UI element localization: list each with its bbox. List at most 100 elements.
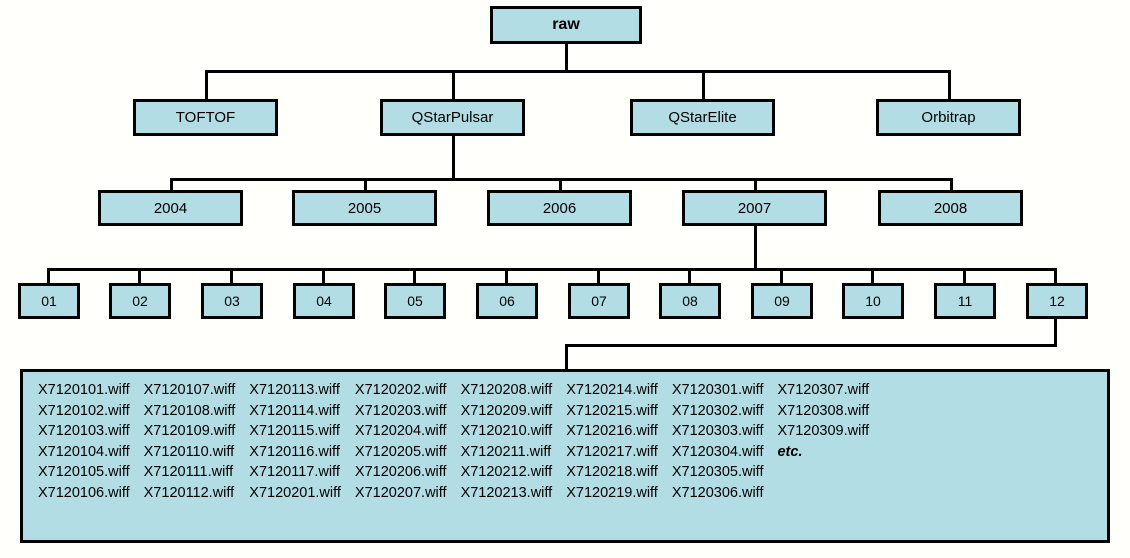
file-item[interactable]: X7120219.wiff xyxy=(566,484,658,501)
file-item[interactable]: X7120210.wiff xyxy=(460,423,553,439)
connector-month12-drop xyxy=(1054,319,1057,347)
node-year-2007[interactable]: 2007 xyxy=(682,190,827,226)
file-item[interactable]: X7120207.wiff xyxy=(354,484,447,501)
node-month-08[interactable]: 08 xyxy=(659,283,721,319)
node-month-07[interactable]: 07 xyxy=(568,283,630,319)
file-item[interactable]: X7120204.wiff xyxy=(354,423,447,439)
file-item[interactable]: X7120113.wiff xyxy=(249,382,340,398)
file-item[interactable]: X7120104.wiff xyxy=(38,443,130,460)
file-item[interactable]: X7120103.wiff xyxy=(38,423,130,439)
file-ellipsis-label[interactable]: etc. xyxy=(777,443,803,460)
node-month-10[interactable]: 10 xyxy=(842,283,904,319)
node-instrument-qstarelite[interactable]: QStarElite xyxy=(630,99,775,136)
file-item[interactable]: X7120214.wiff xyxy=(566,382,658,398)
file-item[interactable]: X7120109.wiff xyxy=(143,423,236,439)
node-year-2005[interactable]: 2005 xyxy=(292,190,437,226)
file-item[interactable]: X7120205.wiff xyxy=(354,443,447,460)
node-month-09[interactable]: 09 xyxy=(751,283,813,319)
file-item[interactable]: X7120209.wiff xyxy=(460,402,553,419)
node-year-2006[interactable]: 2006 xyxy=(487,190,632,226)
file-item[interactable]: X7120115.wiff xyxy=(249,423,340,439)
connector-drop-month-11 xyxy=(963,268,966,283)
node-year-2007-label: 2007 xyxy=(737,199,772,217)
node-month-06-label: 06 xyxy=(499,293,515,309)
file-item[interactable]: X7120206.wiff xyxy=(354,464,447,480)
connector-qstarpulsar-drop xyxy=(452,136,455,181)
node-raw[interactable]: raw xyxy=(490,6,642,44)
node-year-2008-label: 2008 xyxy=(933,199,968,217)
file-item[interactable]: X7120106.wiff xyxy=(38,484,130,501)
node-month-01-label: 01 xyxy=(41,293,57,309)
connector-drop-2005 xyxy=(364,178,367,190)
file-item[interactable]: X7120303.wiff xyxy=(671,423,764,439)
node-month-05[interactable]: 05 xyxy=(384,283,446,319)
file-item[interactable]: X7120216.wiff xyxy=(566,423,658,439)
file-item[interactable]: X7120304.wiff xyxy=(671,443,764,460)
connector-drop-month-10 xyxy=(871,268,874,283)
node-year-2008[interactable]: 2008 xyxy=(878,190,1023,226)
file-item[interactable]: X7120102.wiff xyxy=(38,402,130,419)
file-item[interactable]: X7120218.wiff xyxy=(566,464,658,480)
file-item[interactable]: X7120110.wiff xyxy=(143,443,235,460)
file-item[interactable]: X7120116.wiff xyxy=(249,443,340,460)
file-item[interactable]: X7120117.wiff xyxy=(249,464,340,480)
connector-drop-month-04 xyxy=(322,268,325,283)
node-month-04-label: 04 xyxy=(316,293,332,309)
file-item[interactable]: X7120309.wiff xyxy=(777,423,870,439)
connector-2007-drop xyxy=(754,226,757,271)
file-item[interactable]: X7120105.wiff xyxy=(38,464,130,480)
file-item[interactable]: X7120114.wiff xyxy=(249,402,340,419)
node-month-02-label: 02 xyxy=(132,293,148,309)
file-item[interactable]: X7120111.wiff xyxy=(143,464,234,480)
connector-drop-2007 xyxy=(754,178,757,190)
connector-drop-month-03 xyxy=(230,268,233,283)
file-item[interactable]: X7120213.wiff xyxy=(460,484,553,501)
file-item[interactable]: X7120108.wiff xyxy=(143,402,236,419)
connector-drop-month-06 xyxy=(505,268,508,283)
connector-drop-month-08 xyxy=(688,268,691,283)
node-instrument-orbitrap[interactable]: Orbitrap xyxy=(876,99,1021,136)
file-item[interactable]: X7120107.wiff xyxy=(143,382,236,398)
connector-drop-2006 xyxy=(559,178,562,190)
node-month-10-label: 10 xyxy=(865,293,881,309)
file-item[interactable]: X7120305.wiff xyxy=(671,464,764,480)
file-item[interactable]: X7120203.wiff xyxy=(354,402,447,419)
node-month-11-label: 11 xyxy=(957,293,973,309)
connector-drop-2004 xyxy=(170,178,173,190)
file-item[interactable]: X7120301.wiff xyxy=(671,382,764,398)
connector-raw-drop xyxy=(565,44,568,72)
node-instrument-toftof[interactable]: TOFTOF xyxy=(133,99,278,136)
node-instrument-orbitrap-label: Orbitrap xyxy=(921,109,976,126)
connector-drop-orbitrap xyxy=(948,70,951,99)
connector-drop-month-12 xyxy=(1054,268,1057,283)
file-item[interactable]: X7120208.wiff xyxy=(460,382,553,398)
file-item[interactable]: X7120201.wiff xyxy=(249,484,341,501)
file-item[interactable]: X7120112.wiff xyxy=(143,484,235,501)
node-year-2004[interactable]: 2004 xyxy=(98,190,243,226)
connector-filebox-bus xyxy=(565,344,1057,347)
file-item[interactable]: X7120307.wiff xyxy=(777,382,870,398)
node-month-04[interactable]: 04 xyxy=(293,283,355,319)
file-item[interactable]: X7120215.wiff xyxy=(566,402,658,419)
file-item[interactable]: X7120217.wiff xyxy=(566,443,658,460)
node-month-01[interactable]: 01 xyxy=(18,283,80,319)
file-item[interactable]: X7120202.wiff xyxy=(354,382,447,398)
node-instrument-qstarpulsar[interactable]: QStarPulsar xyxy=(380,99,525,136)
file-item[interactable]: X7120212.wiff xyxy=(460,464,553,480)
node-month-03[interactable]: 03 xyxy=(201,283,263,319)
node-month-09-label: 09 xyxy=(774,293,790,309)
file-item[interactable]: X7120308.wiff xyxy=(777,402,870,419)
file-item[interactable]: X7120101.wiff xyxy=(38,382,130,398)
node-month-12[interactable]: 12 xyxy=(1026,283,1088,319)
file-item[interactable]: X7120306.wiff xyxy=(671,484,764,501)
node-month-11[interactable]: 11 xyxy=(934,283,996,319)
file-item[interactable]: X7120302.wiff xyxy=(671,402,764,419)
node-month-02[interactable]: 02 xyxy=(109,283,171,319)
connector-drop-toftof xyxy=(205,70,208,99)
node-month-06[interactable]: 06 xyxy=(476,283,538,319)
file-item[interactable]: X7120211.wiff xyxy=(460,443,552,460)
